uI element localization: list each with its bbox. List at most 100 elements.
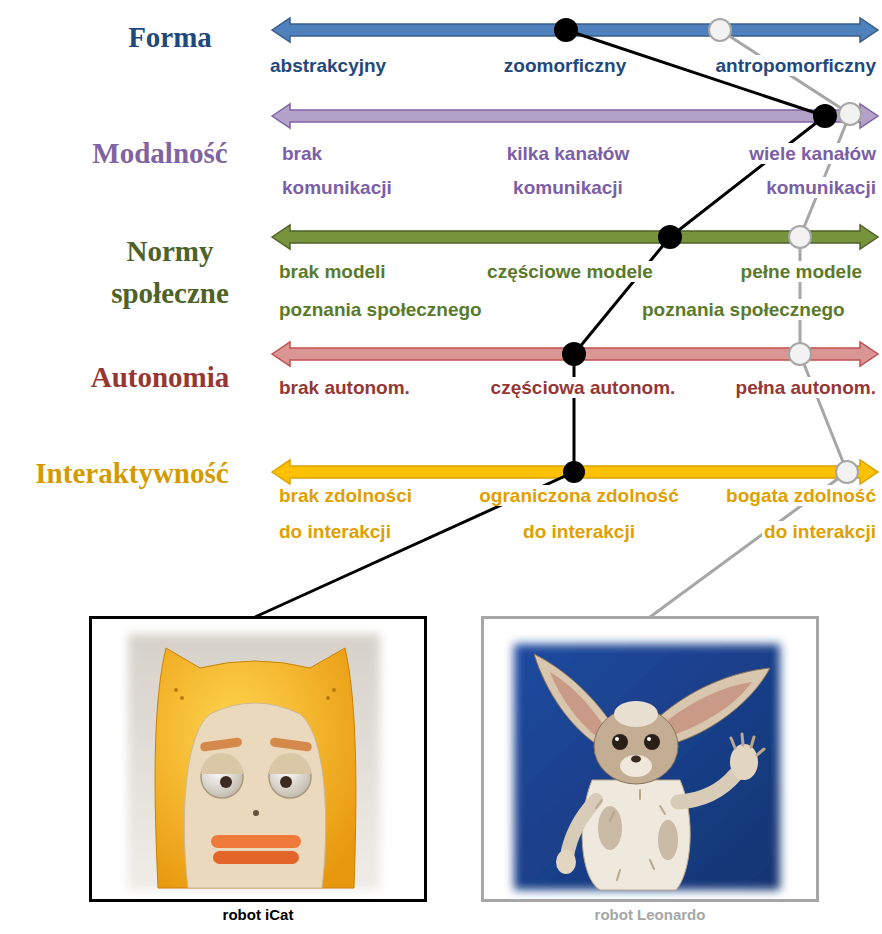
axis-label-line: poznania społecznego [640,299,847,320]
picture-box: robot iCat [89,616,427,924]
axis-mid-label-box: kilka kanałów komunikacji [473,137,663,205]
leonardo-dots [709,19,861,483]
inner-ear [550,672,604,738]
axis-end-label-box: brak komunikacji [280,137,410,205]
axis-end-label: pełna autonom. [734,377,878,398]
norms-axis [272,225,878,249]
axis-end-label-box: antropomorficzny [714,52,878,80]
profile-dot [709,19,731,41]
eyelid [201,753,243,774]
robot-caption: robot iCat [89,906,427,924]
axis-end-label: wiele kanałów komunikacji [747,143,878,198]
photo-background [128,634,380,890]
picture-frame [481,616,819,902]
interactivity-axis [272,460,878,484]
eye-highlight [615,737,619,741]
icat-dots [554,18,837,483]
axis-title: Interaktywność [33,457,230,489]
paw [556,850,576,874]
arm [678,774,736,802]
axis-end-label-box: brak modeli [277,258,388,286]
paw [730,744,758,780]
leonardo-picture [514,644,780,890]
fur-texture [596,790,665,880]
profile-dot [813,104,837,128]
profile-dot [789,343,811,365]
axis-mid-label-box: zoomorficzny [502,52,628,80]
profile-dot [554,18,578,42]
profile-dot [836,461,858,483]
axis-end-label: pełne modele [739,261,864,282]
axis-title-box: Forma [126,20,214,54]
pupil [220,776,232,788]
fingers [731,734,764,755]
picture-box: robot Leonardo [481,616,819,924]
autonomy-axis [272,342,878,366]
axis-title-box: Modalność [90,136,229,170]
axis-label-line: poznania społecznego [277,299,484,320]
axis-end-label: brak modeli [277,261,388,282]
lower-lip [213,851,299,864]
speaker-hole [326,696,330,700]
eyebrow [270,737,313,752]
axis-mid-label-box: częściowe modele [485,258,655,286]
ear [660,668,770,744]
eye-highlight [647,737,651,741]
head-fur [614,701,658,727]
nose [253,810,259,816]
inner-ear [668,682,752,734]
axis-end-label-box: pełne modele [739,258,864,286]
profile-dot [562,342,586,366]
axis-end-label-box: bogata zdolność do interakcji [710,478,878,550]
axis-title-box: Interaktywność [33,456,230,490]
axis-end-label-box: brak zdolności do interakcji [277,478,427,550]
axis-title-box: Autonomia [89,360,232,394]
speaker-hole [180,696,184,700]
axis-end-label: brak komunikacji [280,143,394,198]
axis-mid-label-box: częściowa autonom. [489,374,678,402]
axis-mid-label: zoomorficzny [502,55,628,76]
profile-dot [839,103,861,125]
icat-picture [128,634,380,890]
axis-title: Modalność [90,137,229,169]
eyelid [269,753,311,774]
form-axis [272,18,878,42]
profile-dot [563,461,585,483]
axis-mid-label: częściowa autonom. [489,377,678,398]
axis-title: Autonomia [89,361,232,393]
speaker-hole [332,688,336,692]
axis-end-label-box: brak autonom. [277,374,412,402]
arm [567,800,596,856]
eye [612,734,628,750]
axis-end-label: brak zdolności do interakcji [277,485,414,542]
axis-end-label-box: wiele kanałów komunikacji [708,137,878,205]
eye [644,734,660,750]
profile-dot [789,226,811,248]
axis-title: Forma [126,21,214,53]
robot-caption: robot Leonardo [481,906,819,924]
axis-end-label-box: abstrakcyjny [268,52,388,80]
axis-mid-label: częściowe modele [485,261,655,282]
profile-dot [658,225,682,249]
eyebrow [200,737,243,752]
icat-profile-line [255,30,825,617]
speaker-hole [174,688,178,692]
axis-mid-label-box: ograniczona zdolność do interakcji [472,478,687,550]
upper-lip [211,835,301,848]
nose [631,756,641,763]
photo-background [514,644,780,890]
axis-end-label: abstrakcyjny [268,55,388,76]
axis-end-label: brak autonom. [277,377,412,398]
fur-patch [658,820,678,860]
pupil [280,776,292,788]
axis-mid-label: ograniczona zdolność do interakcji [477,485,681,542]
axis-title-box: Normy społeczne [85,230,255,314]
axis-end-label: antropomorficzny [714,55,878,76]
muzzle [620,755,652,777]
modality-axis [272,104,878,128]
axis-end-label-box: pełna autonom. [734,374,878,402]
robot-head [155,648,356,888]
picture-frame [89,616,427,902]
axis-label-line-box: poznania społecznego [277,296,484,324]
